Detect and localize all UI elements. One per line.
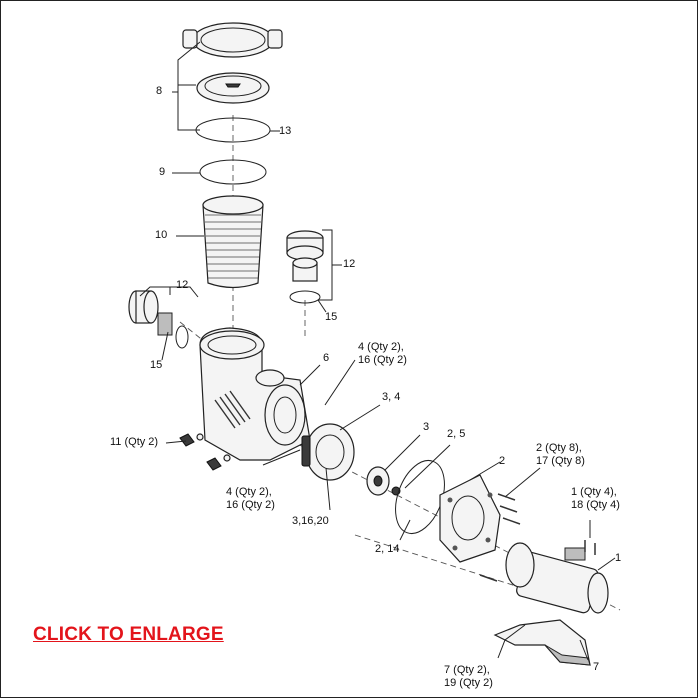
callout-7: 7	[593, 661, 600, 673]
strainer-lid	[196, 72, 270, 104]
callout-1: 1	[615, 552, 622, 564]
callout-4-16-bottom: 4 (Qty 2), 16 (Qty 2)	[226, 486, 275, 511]
adapter-bolts	[479, 493, 521, 582]
lid-locking-ring	[182, 22, 283, 58]
callout-8: 8	[156, 85, 163, 97]
callout-12-right: 12	[343, 258, 356, 270]
click-to-enlarge-link[interactable]: CLICK TO ENLARGE	[33, 624, 224, 645]
callout-leader-lines	[139, 41, 616, 661]
callout-2-14: 2, 14	[375, 543, 400, 555]
callout-10: 10	[155, 229, 168, 241]
callout-1-18-qty: 1 (Qty 4), 18 (Qty 4)	[571, 486, 620, 511]
motor-base	[493, 619, 591, 666]
suction-union-fitting	[128, 290, 189, 349]
callout-9: 9	[159, 166, 166, 178]
impeller	[366, 466, 401, 496]
callout-7-19-qty: 7 (Qty 2), 19 (Qty 2)	[444, 664, 493, 689]
callout-13: 13	[279, 125, 292, 137]
callout-11: 11 (Qty 2)	[110, 436, 159, 448]
seal-plate	[301, 423, 355, 481]
callout-2-5: 2, 5	[447, 428, 466, 440]
callout-12-left: 12	[176, 279, 189, 291]
callout-15-right: 15	[325, 311, 338, 323]
strainer-basket	[202, 195, 264, 289]
motor	[505, 542, 609, 614]
callout-3-4: 3, 4	[382, 391, 401, 403]
basket-gasket	[199, 159, 267, 185]
callout-15-left: 15	[150, 359, 163, 371]
callout-3: 3	[423, 421, 430, 433]
callout-3-16-20: 3,16,20	[292, 515, 329, 527]
discharge-union-fitting	[286, 230, 324, 304]
motor-adapter	[439, 474, 501, 563]
callout-6: 6	[323, 352, 330, 364]
pump-housing	[199, 327, 311, 461]
motor-screws	[584, 540, 596, 555]
drain-plugs	[179, 433, 231, 471]
callout-4-16-top: 4 (Qty 2), 16 (Qty 2)	[358, 341, 407, 366]
callout-2-17-qty: 2 (Qty 8), 17 (Qty 8)	[536, 442, 585, 467]
callout-2: 2	[499, 455, 506, 467]
